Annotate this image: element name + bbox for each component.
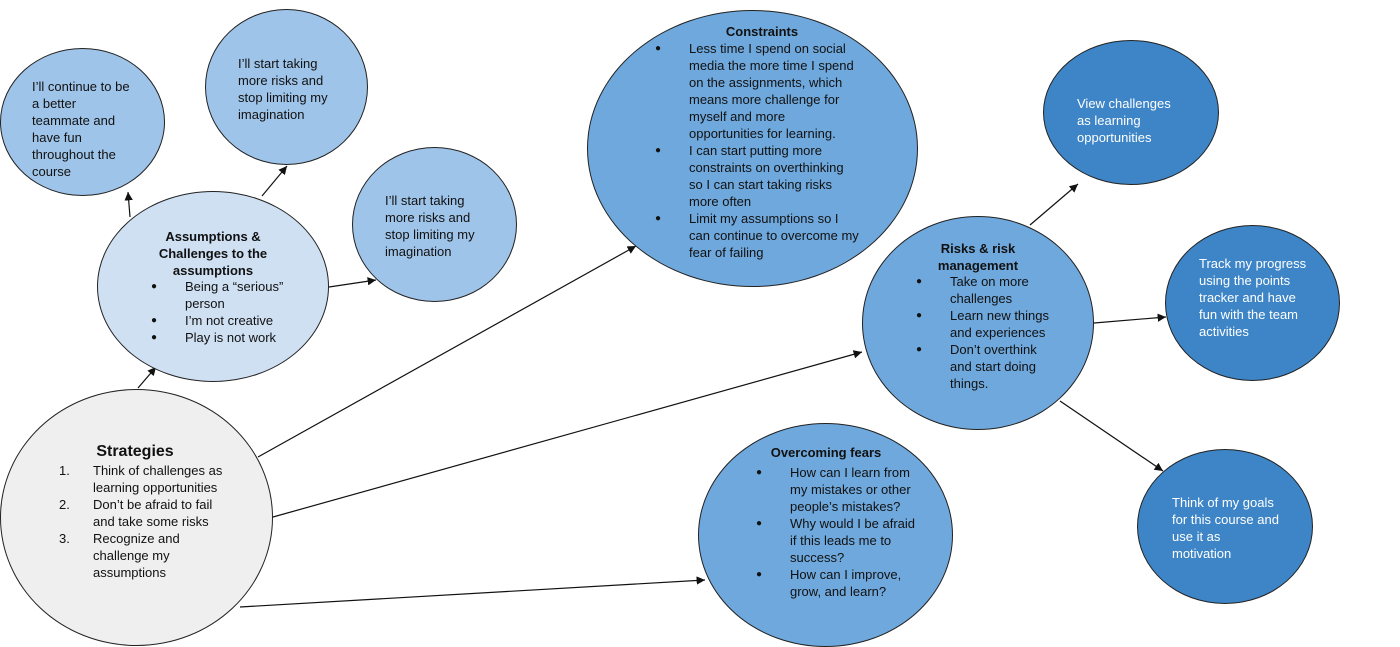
list-item: Don’t overthink and start doing things. [916, 341, 1056, 392]
risks-top-text: I’ll start taking more risks and stop li… [238, 56, 328, 122]
list-item: Play is not work [151, 329, 301, 346]
arrow-assumptions-to-risks-top [261, 165, 288, 197]
strategies-list: 1.Think of challenges as learning opport… [59, 462, 229, 581]
constraints-title: Constraints [725, 24, 799, 39]
list-item: Learn new things and experiences [916, 307, 1056, 341]
view-challenges-text: View challenges as learning opportunitie… [1077, 96, 1171, 145]
list-item: 1.Think of challenges as learning opport… [59, 463, 223, 495]
list-item: 2.Don’t be afraid to fail and take some … [59, 497, 213, 529]
arrow-riskmgmt-to-goals [1059, 400, 1164, 472]
assumptions-title: Assumptions & Challenges to the assumpti… [158, 229, 268, 278]
risks-right-text: I’ll start taking more risks and stop li… [385, 193, 475, 259]
goals-text: Think of my goals for this course and us… [1172, 495, 1279, 561]
list-item: Take on more challenges [916, 273, 1056, 307]
list-item: Limit my assumptions so I can continue t… [655, 210, 860, 261]
strategies-title: Strategies [96, 443, 174, 460]
overcoming-fears-list: How can I learn from my mistakes or othe… [756, 464, 916, 600]
list-item: Less time I spend on social media the mo… [655, 40, 860, 142]
goals-node [1137, 449, 1313, 604]
list-item: Why would I be afraid if this leads me t… [756, 515, 916, 566]
list-item: Being a “serious” person [151, 278, 301, 312]
arrow-assumptions-to-risks-right [328, 277, 377, 288]
arrow-assumptions-to-teammate [124, 191, 133, 218]
teammate-text: I’ll continue to be a better teammate an… [32, 79, 130, 179]
constraints-list: Less time I spend on social media the mo… [655, 40, 860, 261]
track-progress-node [1165, 225, 1340, 381]
assumptions-list: Being a “serious” person I’m not creativ… [151, 278, 301, 346]
teammate-node [0, 48, 165, 196]
risk-management-list: Take on more challenges Learn new things… [916, 273, 1056, 392]
list-item: How can I learn from my mistakes or othe… [756, 464, 916, 515]
list-item: I’m not creative [151, 312, 301, 329]
strategies-node [0, 389, 273, 646]
risks-right-node [352, 147, 517, 302]
arrow-strategies-to-risk-management [272, 350, 863, 518]
overcoming-fears-title: Overcoming fears [770, 445, 882, 460]
risks-top-node [205, 9, 368, 165]
arrow-strategies-to-constraints [257, 245, 637, 458]
arrow-strategies-to-assumptions [137, 366, 157, 389]
arrow-strategies-to-fears [239, 576, 706, 608]
view-challenges-node [1043, 40, 1219, 185]
arrow-riskmgmt-to-track [1093, 313, 1167, 324]
arrow-riskmgmt-to-view [1029, 183, 1079, 226]
list-item: 3.Recognize and challenge my assumptions [59, 531, 180, 580]
list-item: I can start putting more constraints on … [655, 142, 860, 210]
risk-management-title: Risks & risk management [937, 241, 1019, 273]
track-progress-text: Track my progress using the points track… [1199, 256, 1307, 339]
list-item: How can I improve, grow, and learn? [756, 566, 916, 600]
